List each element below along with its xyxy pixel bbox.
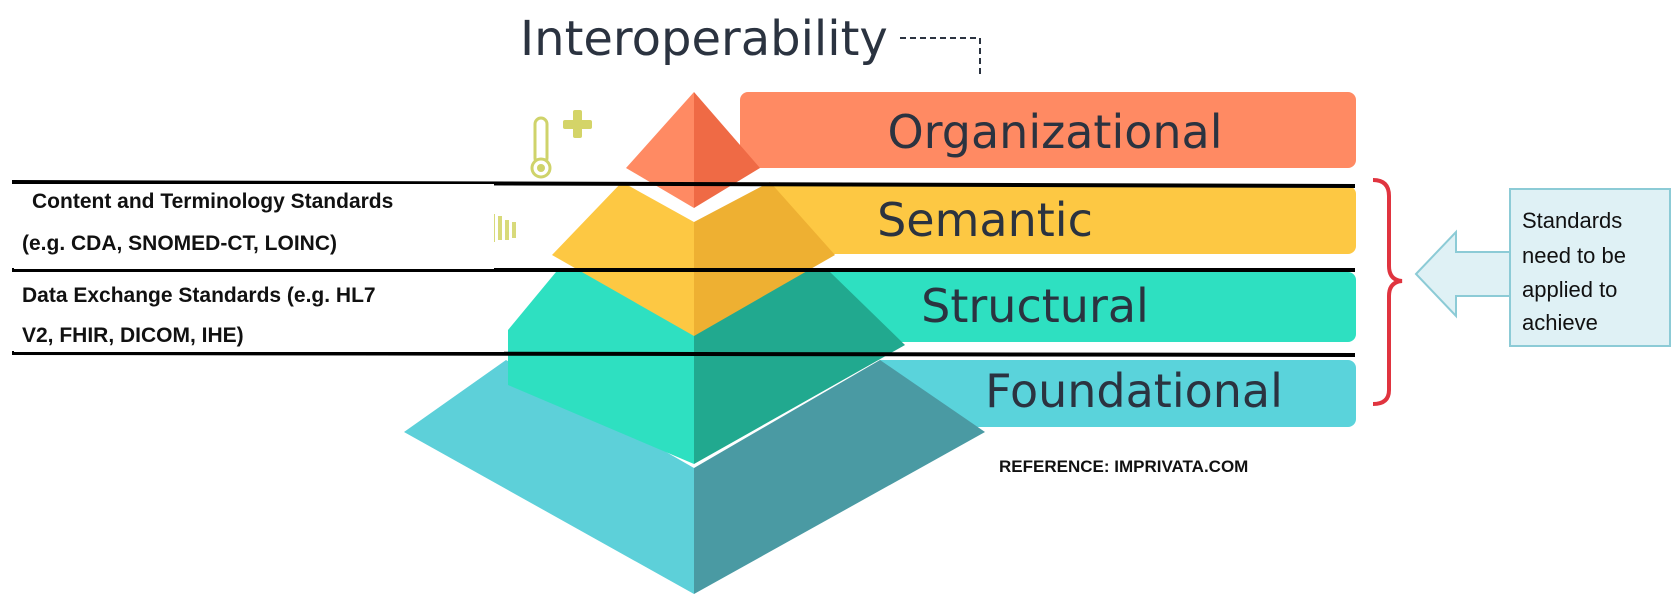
band-label-structural: Structural [921,279,1149,333]
thermometer-icon [530,116,552,179]
band-structural [760,272,1356,342]
title-connector [900,37,981,78]
band-label-semantic: Semantic [877,193,1093,247]
exchange-standards-line2: V2, FHIR, DICOM, IHE) [22,324,244,347]
separator-line-top [11,180,1356,188]
callout-line-3: applied to [1522,277,1617,302]
diagram-title: Interoperability [520,11,888,67]
tier-organizational-right [694,92,760,208]
tier-semantic-left [552,182,694,336]
band-semantic [760,186,1356,254]
reference-text: REFERENCE: IMPRIVATA.COM [999,457,1248,476]
left-label-backing-bottom [14,272,504,352]
arrow-callout [1414,229,1511,319]
band-organizational [740,92,1356,168]
tier-structural-right [694,272,905,464]
callout-line-1: Standards [1522,208,1622,233]
callout-line-4: achieve [1522,310,1598,335]
callout-box [1509,188,1671,347]
plus-icon [563,110,592,138]
callout-line-2: need to be [1522,243,1626,268]
exchange-standards-line1: Data Exchange Standards (e.g. HL7 [22,284,376,307]
tier-semantic-right [694,182,835,336]
content-standards-line1: Content and Terminology Standards [32,190,393,213]
band-label-organizational: Organizational [887,105,1222,159]
bracket [1372,178,1403,406]
tier-organizational-left [626,92,694,208]
separator-line-bottom [11,351,1356,357]
band-label-foundational: Foundational [985,364,1283,418]
left-label-backing-top [14,184,494,269]
content-standards-line2: (e.g. CDA, SNOMED-CT, LOINC) [22,232,337,255]
tier-structural-left [508,272,694,464]
